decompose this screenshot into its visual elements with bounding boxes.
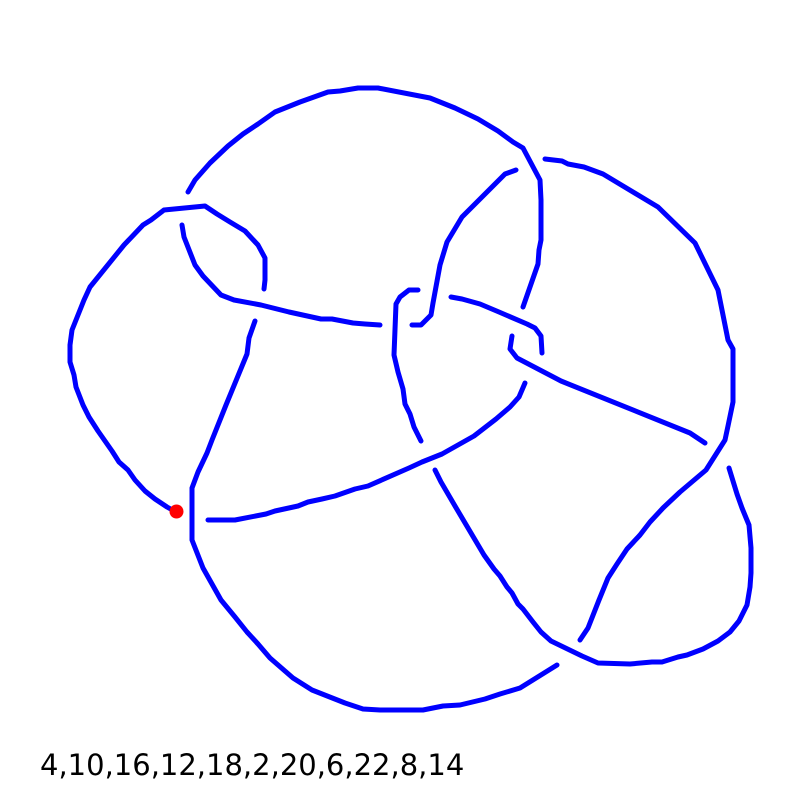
knot-strand — [179, 222, 383, 328]
start-point-marker — [169, 504, 184, 519]
knot-strand — [432, 465, 754, 667]
knot-strand — [185, 85, 544, 310]
knot-strand — [542, 156, 736, 643]
knot-strands — [67, 85, 754, 713]
knot-strand — [409, 167, 519, 328]
dt-code-label: 4,10,16,12,18,2,20,6,22,8,14 — [40, 748, 465, 782]
knot-strand — [448, 294, 545, 356]
knot-strand — [67, 203, 268, 515]
knot-strand — [391, 287, 424, 444]
knot-strand — [507, 333, 708, 446]
knot-strand — [189, 318, 560, 713]
knot-strand — [205, 380, 528, 523]
